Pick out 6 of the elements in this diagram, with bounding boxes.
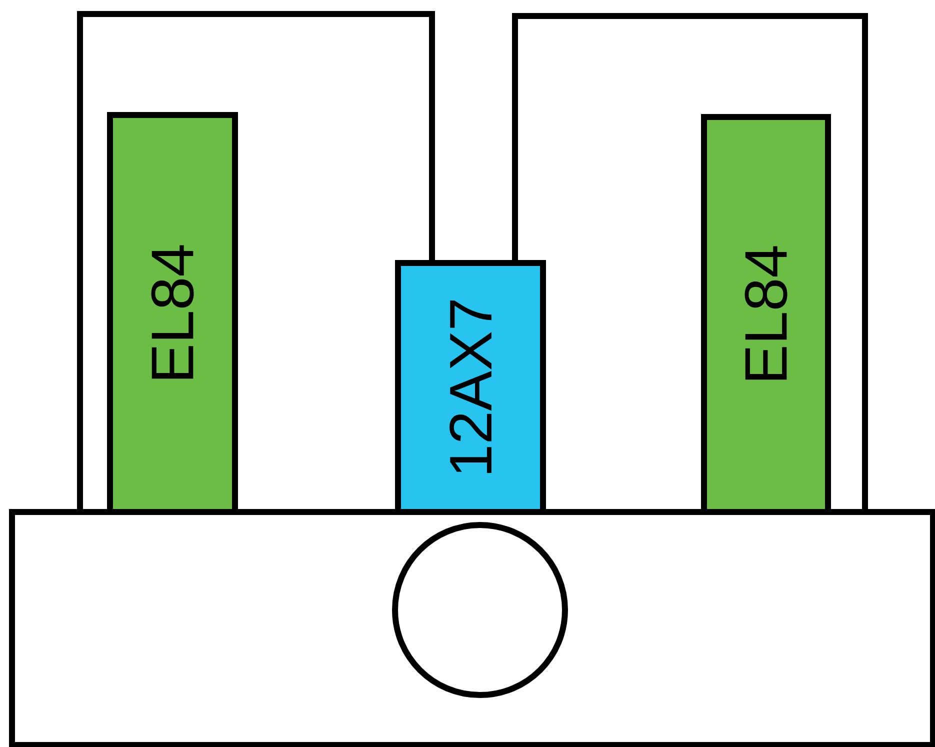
connector-line [77,11,435,512]
tube-box: EL84 [701,114,831,515]
tube-box: 12AX7 [395,260,546,515]
tube-box: EL84 [107,112,238,515]
round-socket [392,522,568,698]
connector-line [512,13,868,512]
